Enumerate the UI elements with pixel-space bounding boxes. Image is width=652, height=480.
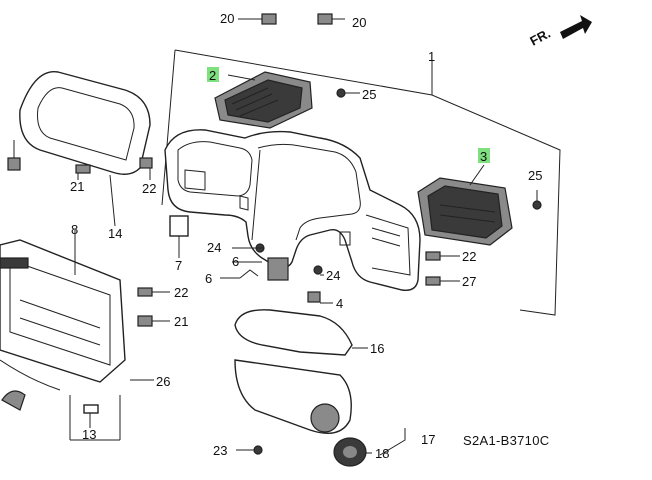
callout-8: 8	[71, 222, 78, 237]
column-cover-upper-part	[234, 309, 368, 356]
center-vent-part	[214, 71, 313, 129]
callout-labels: 20 20 1 2 25 3 25 22 21 14 8 24 6 6 24 7…	[70, 11, 542, 461]
dashboard-panel	[164, 129, 421, 291]
callout-24: 24	[326, 268, 340, 283]
callout-7: 7	[175, 258, 182, 273]
meter-visor-part	[19, 71, 151, 227]
callout-6: 6	[232, 254, 239, 269]
column-cover-lower-part	[234, 359, 406, 456]
callout-3-highlight	[478, 148, 490, 163]
front-direction-indicator: FR.	[527, 15, 592, 49]
callout-2-highlight	[207, 67, 219, 82]
callout-16: 16	[370, 341, 384, 356]
callout-1: 1	[428, 49, 435, 64]
callout-18: 18	[375, 446, 389, 461]
callout-22: 22	[174, 285, 188, 300]
callout-4: 4	[336, 296, 343, 311]
callout-27: 27	[462, 274, 476, 289]
side-vent-part	[417, 177, 513, 246]
ring-part	[333, 437, 367, 467]
callout-2: 2	[209, 68, 216, 83]
callout-6: 6	[205, 271, 212, 286]
group-bracket-1	[161, 49, 561, 316]
callout-22: 22	[142, 181, 156, 196]
callout-22: 22	[462, 249, 476, 264]
callout-24: 24	[207, 240, 221, 255]
callout-25: 25	[362, 87, 376, 102]
callout-26: 26	[156, 374, 170, 389]
leader-lines	[13, 18, 538, 454]
callout-3: 3	[480, 149, 487, 164]
callout-21: 21	[70, 179, 84, 194]
callout-20: 20	[352, 15, 366, 30]
callout-13: 13	[82, 427, 96, 442]
callout-20: 20	[220, 11, 234, 26]
diagram-reference-code: S2A1-B3710C	[463, 433, 549, 448]
callout-23: 23	[213, 443, 227, 458]
callout-25: 25	[528, 168, 542, 183]
front-direction-label: FR.	[527, 26, 553, 49]
callout-21: 21	[174, 314, 188, 329]
callout-14: 14	[108, 226, 122, 241]
callout-17: 17	[421, 432, 435, 447]
arrow-right-icon	[560, 15, 592, 39]
lower-panel-part	[0, 239, 126, 391]
